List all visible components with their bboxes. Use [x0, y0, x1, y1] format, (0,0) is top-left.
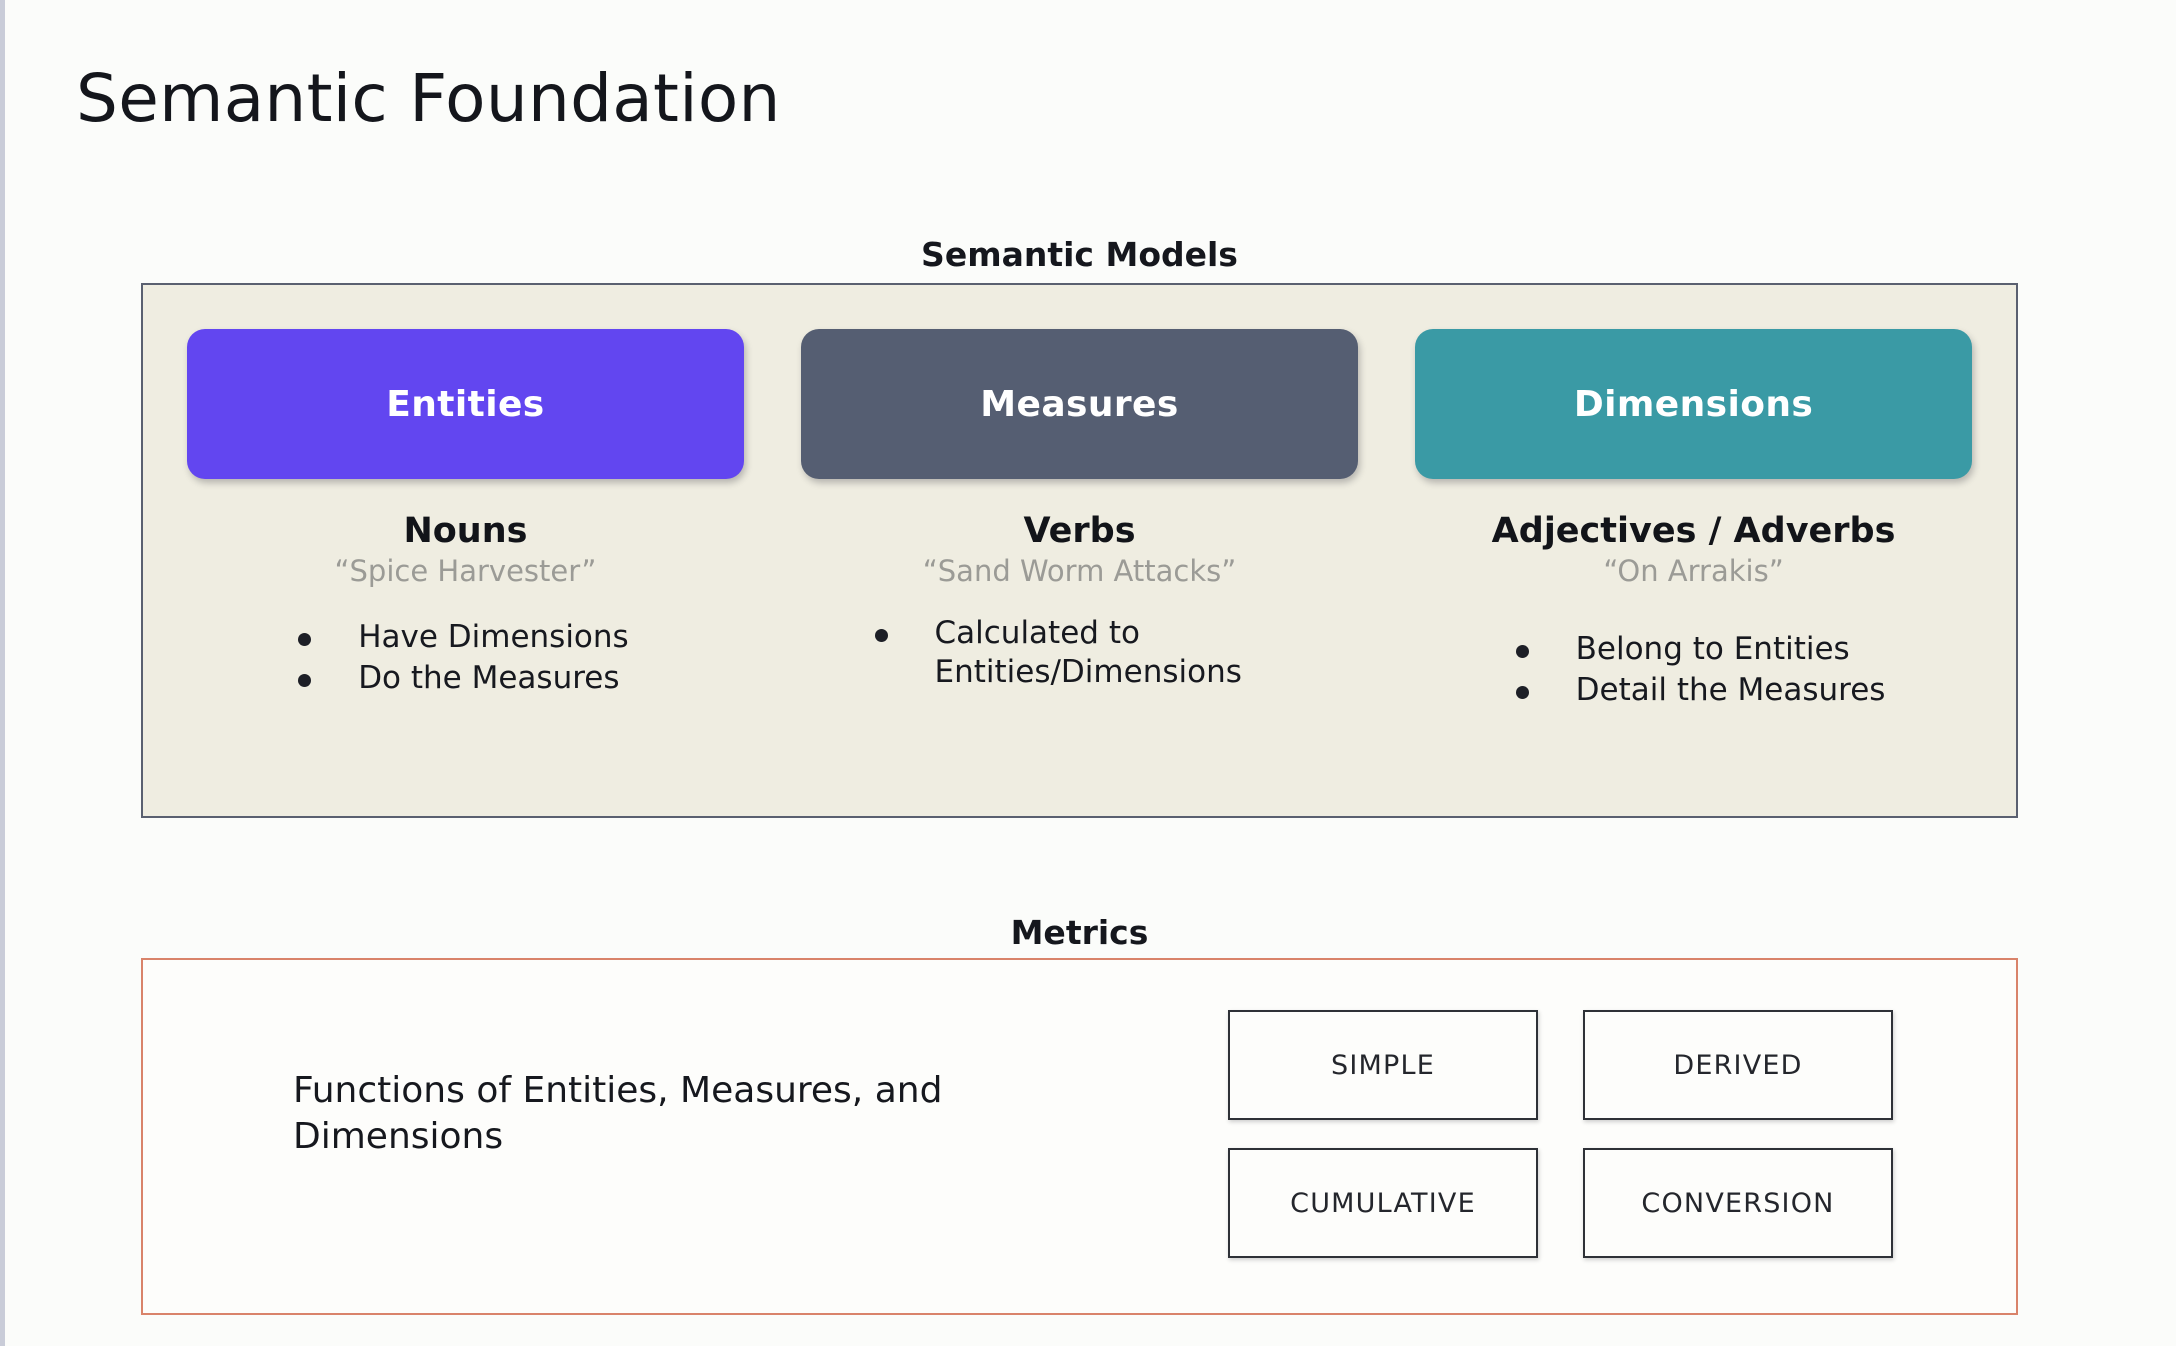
- metric-box-conversion[interactable]: CONVERSION: [1583, 1148, 1893, 1258]
- semantic-models-heading: Semantic Models: [921, 235, 1238, 274]
- measures-card[interactable]: Measures: [801, 329, 1358, 479]
- model-column-measures: Measures Verbs “Sand Worm Attacks” Calcu…: [801, 329, 1358, 695]
- semantic-models-columns: Entities Nouns “Spice Harvester” Have Di…: [143, 285, 2016, 816]
- semantic-models-panel: Entities Nouns “Spice Harvester” Have Di…: [141, 283, 2018, 818]
- metrics-heading: Metrics: [1010, 913, 1149, 952]
- list-item: Detail the Measures: [1515, 671, 1886, 711]
- bullet-dot-icon: [1515, 644, 1529, 658]
- model-column-dimensions: Dimensions Adjectives / Adverbs “On Arra…: [1415, 329, 1972, 713]
- model-column-entities: Entities Nouns “Spice Harvester” Have Di…: [187, 329, 744, 701]
- entities-example: “Spice Harvester”: [334, 553, 597, 588]
- dimensions-card[interactable]: Dimensions: [1415, 329, 1972, 479]
- list-item: Belong to Entities: [1515, 630, 1886, 670]
- entities-bullet-list: Have Dimensions Do the Measures: [298, 618, 629, 701]
- bullet-dot-icon: [874, 628, 888, 642]
- metrics-type-grid: SIMPLE DERIVED CUMULATIVE CONVERSION: [1228, 1010, 1893, 1258]
- page-title: Semantic Foundation: [76, 60, 781, 137]
- measures-bullet-list: Calculated to Entities/Dimensions: [874, 614, 1275, 695]
- metric-box-simple[interactable]: SIMPLE: [1228, 1010, 1538, 1120]
- dimensions-bullet-2: Detail the Measures: [1575, 672, 1886, 709]
- dimensions-part-of-speech: Adjectives / Adverbs: [1491, 511, 1896, 551]
- measures-example: “Sand Worm Attacks”: [922, 553, 1237, 588]
- list-item: Have Dimensions: [298, 618, 629, 658]
- bullet-dot-icon: [298, 632, 312, 646]
- entities-bullet-2: Do the Measures: [358, 660, 620, 697]
- metrics-panel: Functions of Entities, Measures, and Dim…: [141, 958, 2018, 1315]
- list-item: Do the Measures: [298, 659, 629, 699]
- measures-part-of-speech: Verbs: [1023, 511, 1136, 551]
- bullet-dot-icon: [298, 674, 312, 688]
- entities-bullet-1: Have Dimensions: [358, 618, 629, 655]
- entities-card[interactable]: Entities: [187, 329, 744, 479]
- dimensions-bullet-1: Belong to Entities: [1575, 630, 1850, 667]
- entities-part-of-speech: Nouns: [403, 511, 528, 551]
- bullet-dot-icon: [1515, 686, 1529, 700]
- dimensions-example: “On Arrakis”: [1603, 553, 1784, 588]
- metrics-description: Functions of Entities, Measures, and Dim…: [293, 1070, 943, 1158]
- list-item: Calculated to Entities/Dimensions: [874, 614, 1275, 693]
- left-edge-strip: [0, 0, 5, 1346]
- metric-box-cumulative[interactable]: CUMULATIVE: [1228, 1148, 1538, 1258]
- measures-bullet-1: Calculated to Entities/Dimensions: [934, 614, 1242, 691]
- dimensions-bullet-list: Belong to Entities Detail the Measures: [1515, 630, 1886, 713]
- metric-box-derived[interactable]: DERIVED: [1583, 1010, 1893, 1120]
